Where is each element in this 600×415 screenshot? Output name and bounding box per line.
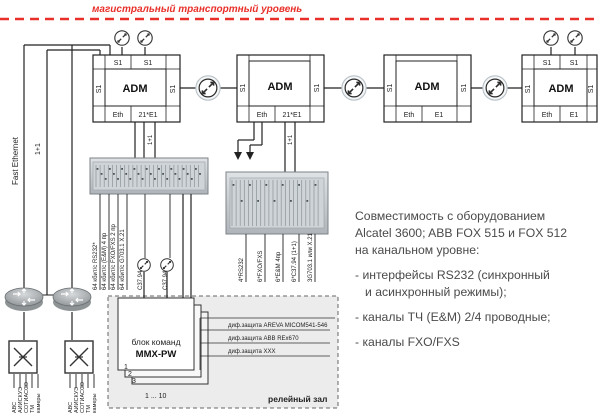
- svg-text:21*E1: 21*E1: [282, 112, 301, 119]
- device-port-label: АИИСКУЭ: [74, 387, 80, 413]
- svg-text:S1: S1: [461, 84, 468, 93]
- relay-room: блок команд MMX-PW 1 2 3 1 ... 10 диф.за…: [107, 295, 339, 409]
- svg-text:S1: S1: [570, 60, 579, 67]
- amplifier-icon: [543, 30, 559, 46]
- device-port-label: камеры: [92, 394, 98, 413]
- regenerator-icon: [482, 75, 508, 101]
- device-port-label: АВС: [12, 402, 18, 413]
- adm-node: ADM S1 S1 Eth E1: [383, 54, 472, 123]
- relay-room-label: релейный зал: [268, 394, 327, 404]
- redundancy-label: 1+1: [35, 143, 42, 155]
- svg-text:S1: S1: [114, 60, 123, 67]
- mux1-port-label: 64 кбит/с (E&M) 4 пр: [102, 232, 108, 290]
- mux2-port-label: 6*FXO/FXS: [258, 251, 264, 282]
- device-port-label: АВС: [68, 402, 74, 413]
- backbone-label: магистральный транспортный уровень: [92, 4, 302, 15]
- regenerator-icon: [195, 75, 221, 101]
- svg-text:S1: S1: [170, 85, 177, 94]
- adm-title: ADM: [414, 81, 439, 93]
- device-port-label: ТМ: [30, 405, 36, 413]
- router-icon: [4, 287, 44, 312]
- mux1-port-label: 64 кбит/с FXO/FXS 2 пр: [111, 223, 117, 290]
- adm-title: ADM: [267, 81, 292, 93]
- amplifier-icon: [567, 30, 583, 46]
- relay-title-line1: блок команд: [131, 337, 180, 347]
- mux2-port-label: 6*E&M 4пр: [276, 251, 282, 282]
- svg-text:E1: E1: [435, 112, 444, 119]
- mux1-port-label: 64 кбит/с G703.1 X.21: [120, 229, 126, 290]
- mux2-port-label: 4*RS232: [239, 257, 245, 282]
- relay-protection-line: диф.защита AREVA MICOM541-546: [228, 323, 328, 329]
- switch-icon: [64, 340, 94, 374]
- device-port-label: СОТИАССО: [24, 381, 30, 413]
- compatibility-info: Совместимость с оборудованием Alcatel 36…: [355, 209, 568, 349]
- relay-scale: 1 ... 10: [145, 393, 167, 400]
- relay-protection-line: диф.защита ABB REx670: [228, 336, 299, 342]
- svg-text:Eth: Eth: [542, 112, 553, 119]
- switch-icon: [8, 340, 38, 374]
- svg-text:S1: S1: [588, 85, 595, 94]
- adm-node: ADM S1 S1 S1 S1 Eth 21*E1: [92, 54, 181, 123]
- svg-text:Eth: Eth: [404, 112, 415, 119]
- device-port-label: ТМ: [86, 405, 92, 413]
- svg-text:S1: S1: [240, 84, 247, 93]
- relay-protection-line: диф.защита XXX: [228, 349, 276, 355]
- amplifier-icon: [160, 258, 174, 272]
- svg-text:S1: S1: [525, 85, 532, 94]
- svg-text:S1: S1: [96, 85, 103, 94]
- svg-text:S1: S1: [543, 60, 552, 67]
- svg-text:2: 2: [128, 371, 132, 378]
- svg-text:1+1: 1+1: [148, 134, 154, 145]
- svg-text:1+1: 1+1: [288, 134, 294, 145]
- mux1-port-label: C37.94: [163, 270, 169, 290]
- mux1-port-label: C37.94: [138, 270, 144, 290]
- amplifier-icon: [114, 30, 130, 46]
- svg-text:3: 3: [132, 378, 136, 385]
- svg-text:21*E1: 21*E1: [138, 112, 157, 119]
- device-port-label: АИИСКУЭ: [18, 387, 24, 413]
- svg-text:Eth: Eth: [113, 112, 124, 119]
- adm-node: ADM S1 S1 S1 S1 Eth E1: [521, 54, 598, 123]
- adm-node: ADM S1 S1 Eth 21*E1: [236, 54, 325, 123]
- mux1-port-label: 64 кбит/с RS232*: [93, 242, 99, 290]
- regenerator-icon: [341, 75, 367, 101]
- svg-text:S1: S1: [144, 60, 153, 67]
- svg-text:E1: E1: [570, 112, 579, 119]
- mux2-port-label: 3G703.1 или X.21: [308, 232, 314, 282]
- adm-title: ADM: [122, 83, 147, 95]
- adm-title: ADM: [548, 83, 573, 95]
- relay-title-line2: MMX-PW: [136, 349, 177, 360]
- amplifier-icon: [137, 258, 151, 272]
- svg-text:Eth: Eth: [257, 112, 268, 119]
- svg-text:S1: S1: [387, 84, 394, 93]
- svg-text:S1: S1: [314, 84, 321, 93]
- fast-ethernet-label: Fast Ethernet: [11, 136, 20, 185]
- device-port-label: СОТИАССО: [80, 381, 86, 413]
- svg-text:1: 1: [124, 364, 128, 371]
- mux2-port-label: 6*C37.94 (1+1): [292, 241, 298, 282]
- amplifier-icon: [137, 30, 153, 46]
- router-icon: [52, 287, 92, 312]
- device-port-label: камеры: [36, 394, 42, 413]
